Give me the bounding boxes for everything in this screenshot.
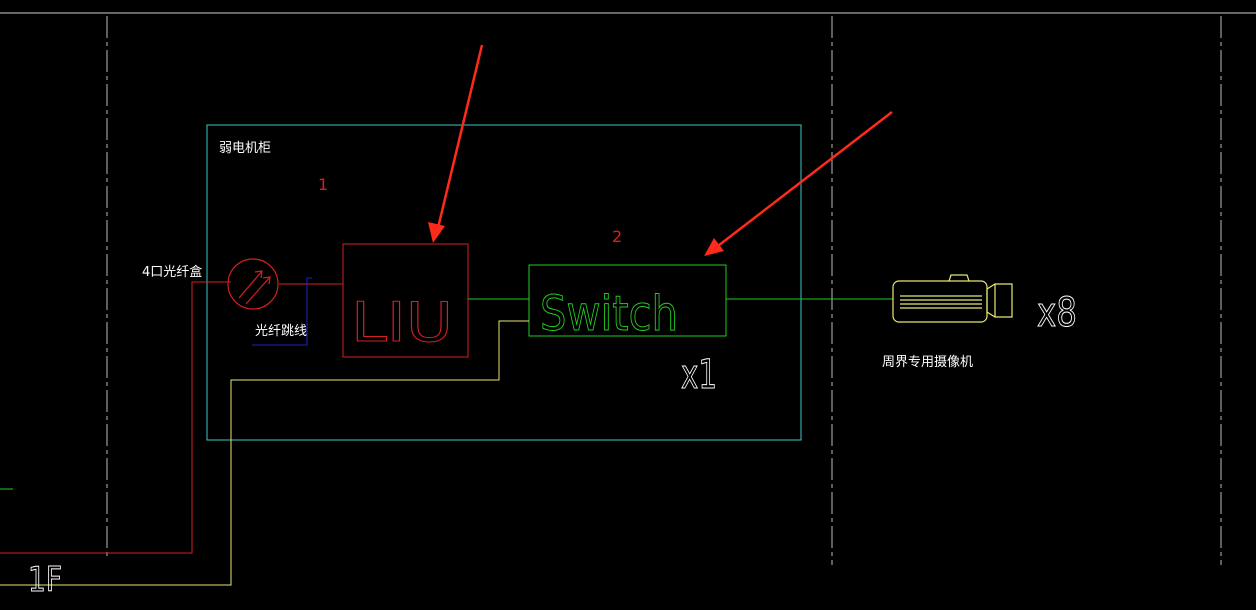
camera-icon <box>892 274 1013 323</box>
patch-cord-bracket <box>252 277 312 346</box>
switch-count: x1 <box>681 352 717 398</box>
cabinet-title: 弱电机柜 <box>219 141 271 156</box>
patch-cord-label: 光纤跳线 <box>255 324 307 339</box>
red-fiber-line <box>0 281 231 554</box>
camera-count: x8 <box>1037 290 1077 336</box>
fiber-box-label: 4口光纤盒 <box>142 264 202 280</box>
grid-lines <box>0 12 1256 565</box>
switch-label: Switch <box>540 286 678 342</box>
annotation-arrow-switch <box>704 111 893 256</box>
liu-label: LIU <box>351 291 453 354</box>
marker-1: 1 <box>318 175 328 194</box>
camera-label: 周界专用摄像机 <box>882 355 973 370</box>
liu-box <box>342 243 469 358</box>
marker-2: 2 <box>612 227 622 246</box>
floor-label: 1F <box>28 560 62 600</box>
fiber-box-icon <box>227 258 279 310</box>
annotation-arrow-liu <box>428 44 484 243</box>
yellow-line <box>0 320 529 586</box>
switch-box <box>528 264 727 337</box>
